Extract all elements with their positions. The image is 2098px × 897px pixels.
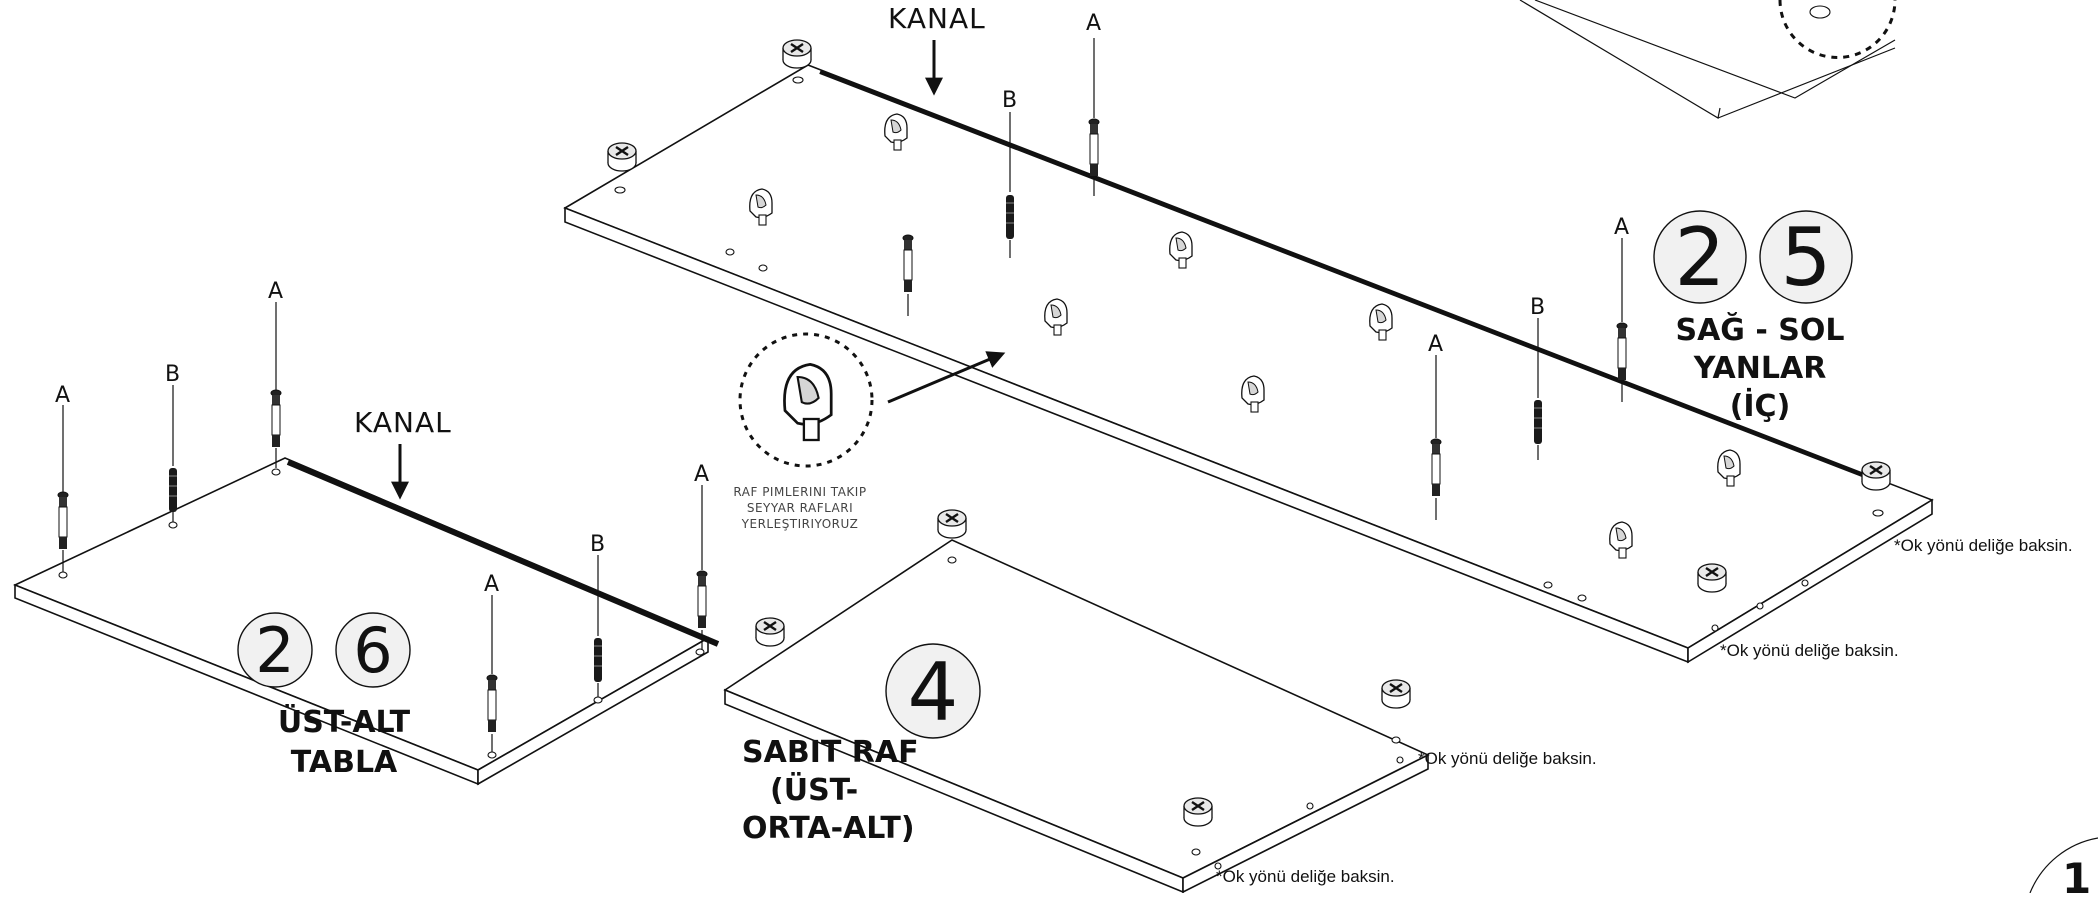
dowel-b-label: B — [165, 362, 180, 387]
partial-panel-top-right — [1519, 0, 1897, 119]
panel-title: SAĞ - SOL — [1675, 311, 1844, 348]
kanal-label: KANAL — [354, 406, 452, 439]
part-number: 2 — [1675, 211, 1726, 304]
panel-title: (İÇ) — [1730, 388, 1791, 424]
callout-text: YERLEŞTIRIYORUZ — [741, 517, 859, 531]
part-number: 4 — [908, 646, 959, 739]
panel-title: ÜST-ALT — [278, 703, 411, 740]
page-corner: 1 — [2029, 837, 2098, 897]
top-bottom-panel: A B A A B A KANAL 2 6 ÜST-ALT TABLA — [12, 279, 720, 786]
fixed-shelf-panel: 4 SABIT RAF (ÜST- ORTA-ALT) *Ok yönü del… — [723, 508, 1597, 894]
dowel-b-label: B — [590, 532, 605, 557]
part-number-badge — [1759, 210, 1853, 304]
pin-a-label: A — [1086, 11, 1101, 36]
part-number-badge — [335, 612, 411, 688]
panel-title: (ÜST- — [770, 771, 858, 808]
side-panel: A B A B A KANAL 2 5 SAĞ - SOL YANLAR (İÇ… — [563, 2, 2073, 664]
part-number-badge — [885, 643, 981, 739]
dowel-b-label: B — [1530, 295, 1545, 320]
panel-title: TABLA — [291, 745, 398, 780]
pin-a-label: A — [694, 462, 709, 487]
part-number-badge — [237, 612, 313, 688]
cam-direction-note: *Ok yönü deliğe baksin. — [1216, 867, 1395, 886]
cam-direction-note: *Ok yönü deliğe baksin. — [1720, 641, 1899, 660]
callout-text: RAF PIMLERINI TAKIP — [733, 485, 866, 499]
pin-a-label: A — [1614, 215, 1629, 240]
panel-title: SABIT RAF — [742, 735, 919, 770]
cam-direction-note: *Ok yönü deliğe baksin. — [1894, 536, 2073, 555]
pin-a-label: A — [484, 572, 499, 597]
shelf-pin-callout: RAF PIMLERINI TAKIP SEYYAR RAFLARI YERLE… — [733, 332, 1006, 531]
part-number: 6 — [353, 614, 392, 687]
part-number: 5 — [1781, 211, 1832, 304]
dowel-b-label: B — [1002, 88, 1017, 113]
panel-title: ORTA-ALT) — [742, 811, 915, 846]
pin-a-label: A — [268, 279, 283, 304]
page-number: 1 — [2062, 854, 2091, 893]
panel-title: YANLAR — [1693, 351, 1827, 386]
callout-text: SEYYAR RAFLARI — [747, 501, 853, 515]
pin-a-label: A — [55, 383, 70, 408]
kanal-label: KANAL — [888, 2, 986, 35]
cam-direction-note: *Ok yönü deliğe baksin. — [1418, 749, 1597, 768]
pin-a-label: A — [1428, 332, 1443, 357]
part-number-badge — [1653, 210, 1747, 304]
part-number: 2 — [255, 614, 294, 687]
